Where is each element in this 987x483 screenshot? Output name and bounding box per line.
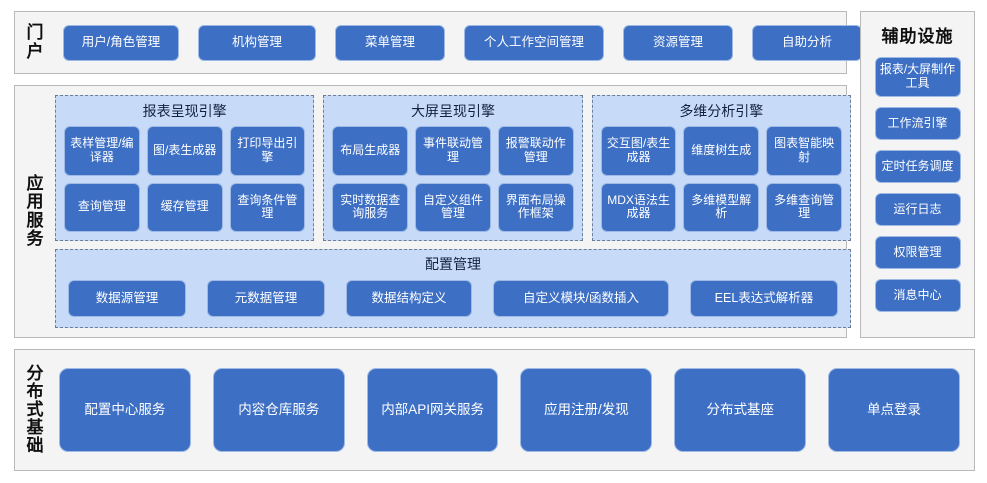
portal-section: 门户 用户/角色管理机构管理菜单管理个人工作空间管理资源管理自助分析 <box>14 11 862 74</box>
alarm-linkage-action-management-button[interactable]: 报警联动作管理 <box>497 126 574 176</box>
multidimensional-analysis-engine-title: 多维分析引擎 <box>679 103 764 119</box>
interactive-chart-table-generator-button[interactable]: 交互图/表生成器 <box>600 126 677 176</box>
metadata-management-button[interactable]: 元数据管理 <box>207 280 325 317</box>
application-services-section: 应用服务 报表呈现引擎表样管理/编译器图/表生成器打印导出引擎查询管理缓存管理查… <box>14 85 851 338</box>
report-template-management-compiler-button[interactable]: 表样管理/编译器 <box>64 126 140 176</box>
self-service-analysis-button[interactable]: 自助分析 <box>752 24 862 61</box>
application-services-label: 应用服务 <box>26 174 44 248</box>
resource-management-button[interactable]: 资源管理 <box>623 24 733 61</box>
realtime-data-query-service-button[interactable]: 实时数据查询服务 <box>332 182 409 232</box>
datasource-management-button[interactable]: 数据源管理 <box>68 280 186 317</box>
scheduled-task-scheduler-button[interactable]: 定时任务调度 <box>874 150 961 183</box>
distributed-base-section: 分布式基础 配置中心服务内容仓库服务内部API网关服务应用注册/发现分布式基座单… <box>14 349 975 471</box>
multidimensional-analysis-engine-panel: 多维分析引擎交互图/表生成器维度树生成图表智能映射 MDX语法生成器多维模型解析多… <box>591 95 851 241</box>
auxiliary-facilities-section: 辅助设施 报表/大屏制作工具工作流引擎定时任务调度运行日志权限管理消息中心 <box>860 11 975 338</box>
query-management-button[interactable]: 查询管理 <box>64 182 140 232</box>
permission-management-button[interactable]: 权限管理 <box>874 236 961 269</box>
mdx-syntax-generator-button[interactable]: MDX语法生成器 <box>600 182 677 232</box>
portal-button-row: 用户/角色管理机构管理菜单管理个人工作空间管理资源管理自助分析 <box>55 24 862 61</box>
single-sign-on-button[interactable]: 单点登录 <box>828 368 960 452</box>
bigscreen-rendering-engine-panel: 大屏呈现引擎布局生成器事件联动管理报警联动作管理实时数据查询服务自定义组件管理界… <box>323 95 583 241</box>
auxiliary-facilities-list: 报表/大屏制作工具工作流引擎定时任务调度运行日志权限管理消息中心 <box>861 57 974 312</box>
report-rendering-engine-grid: 表样管理/编译器图/表生成器打印导出引擎查询管理缓存管理查询条件管理 <box>64 126 306 232</box>
content-repository-service-button[interactable]: 内容仓库服务 <box>212 368 345 452</box>
application-services-body: 报表呈现引擎表样管理/编译器图/表生成器打印导出引擎查询管理缓存管理查询条件管理… <box>55 86 861 337</box>
personal-workspace-management-button[interactable]: 个人工作空间管理 <box>464 24 604 61</box>
ui-layout-operation-framework-button[interactable]: 界面布局操作框架 <box>497 182 574 232</box>
multidimensional-analysis-engine-grid: 交互图/表生成器维度树生成图表智能映射 MDX语法生成器多维模型解析多维查询管理 <box>600 126 842 232</box>
multidimensional-query-management-button[interactable]: 多维查询管理 <box>766 182 842 232</box>
multidimensional-model-parsing-button[interactable]: 多维模型解析 <box>683 182 760 232</box>
configuration-management-title: 配置管理 <box>425 256 481 272</box>
print-export-engine-button[interactable]: 打印导出引擎 <box>229 126 306 176</box>
distributed-base-label: 分布式基础 <box>26 363 44 456</box>
custom-component-management-button[interactable]: 自定义组件管理 <box>415 182 491 232</box>
event-linkage-management-button[interactable]: 事件联动管理 <box>415 126 491 176</box>
layout-generator-button[interactable]: 布局生成器 <box>332 126 409 176</box>
chart-table-generator-button[interactable]: 图/表生成器 <box>146 126 223 176</box>
chart-intelligent-mapping-button[interactable]: 图表智能映射 <box>766 126 842 176</box>
distributed-base-row: 配置中心服务内容仓库服务内部API网关服务应用注册/发现分布式基座单点登录 <box>55 368 974 452</box>
organization-management-button[interactable]: 机构管理 <box>198 24 316 61</box>
auxiliary-facilities-title: 辅助设施 <box>881 27 954 46</box>
runtime-log-button[interactable]: 运行日志 <box>874 193 961 226</box>
query-condition-management-button[interactable]: 查询条件管理 <box>229 182 306 232</box>
report-rendering-engine-panel: 报表呈现引擎表样管理/编译器图/表生成器打印导出引擎查询管理缓存管理查询条件管理 <box>55 95 315 241</box>
configuration-management-panel: 配置管理 数据源管理元数据管理数据结构定义自定义模块/函数插入 EEL表达式解析器 <box>55 249 851 328</box>
internal-api-gateway-service-button[interactable]: 内部API网关服务 <box>366 368 499 452</box>
engines-row: 报表呈现引擎表样管理/编译器图/表生成器打印导出引擎查询管理缓存管理查询条件管理… <box>55 95 851 241</box>
bigscreen-rendering-engine-title: 大屏呈现引擎 <box>410 103 495 119</box>
menu-management-button[interactable]: 菜单管理 <box>335 24 445 61</box>
report-rendering-engine-title: 报表呈现引擎 <box>142 103 227 119</box>
bigscreen-rendering-engine-grid: 布局生成器事件联动管理报警联动作管理实时数据查询服务自定义组件管理界面布局操作框… <box>332 126 574 232</box>
custom-module-function-insert-button[interactable]: 自定义模块/函数插入 <box>493 280 669 317</box>
data-structure-definition-button[interactable]: 数据结构定义 <box>346 280 472 317</box>
dimension-tree-generation-button[interactable]: 维度树生成 <box>683 126 760 176</box>
config-center-service-button[interactable]: 配置中心服务 <box>59 368 191 452</box>
eel-expression-parser-button[interactable]: EEL表达式解析器 <box>690 280 838 317</box>
app-registration-discovery-button[interactable]: 应用注册/发现 <box>520 368 653 452</box>
distributed-foundation-button[interactable]: 分布式基座 <box>674 368 807 452</box>
report-bigscreen-authoring-tool-button[interactable]: 报表/大屏制作工具 <box>874 57 961 97</box>
message-center-button[interactable]: 消息中心 <box>874 279 961 312</box>
user-role-management-button[interactable]: 用户/角色管理 <box>63 24 179 61</box>
portal-section-label: 门户 <box>26 23 44 61</box>
workflow-engine-button[interactable]: 工作流引擎 <box>874 107 961 140</box>
cache-management-button[interactable]: 缓存管理 <box>146 182 223 232</box>
configuration-management-row: 数据源管理元数据管理数据结构定义自定义模块/函数插入 EEL表达式解析器 <box>68 280 838 317</box>
